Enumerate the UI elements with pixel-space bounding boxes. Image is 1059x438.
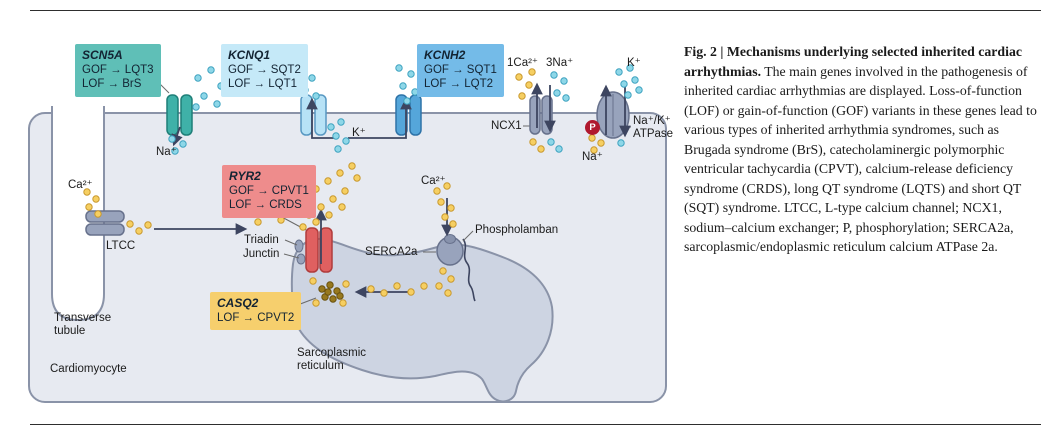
gene-lof-ryr2: LOF → CRDS <box>229 199 302 211</box>
phospholamban-squiggle <box>462 238 476 302</box>
label-sarcoplasmic-reticulum: Sarcoplasmic reticulum <box>297 347 367 372</box>
gene-box-scn5a: SCN5A GOF → LQT3 LOF → BrS <box>75 44 161 97</box>
label-phospholamban: Phospholamban <box>475 224 559 236</box>
casq2-polymer-cluster <box>318 281 344 303</box>
gene-gof-kcnh2: GOF → SQT1 <box>424 63 497 76</box>
caption-title: Fig. 2 | Mechanisms underlying selected … <box>684 44 1022 79</box>
gene-name-ryr2: RYR2 <box>229 169 261 183</box>
arrow-potassium-kcnh2 <box>348 97 412 139</box>
triadin-junctin-proteins <box>294 239 306 265</box>
top-rule <box>30 10 1041 11</box>
label-atpase-line1: Na⁺/K⁺ <box>633 115 671 127</box>
arrow-sodium-influx <box>171 126 183 147</box>
gene-gof-kcnq1: GOF → SQT2 <box>228 63 301 76</box>
label-calcium-ltcc: Ca²⁺ <box>68 179 93 191</box>
gene-lof-scn5a: LOF → BrS <box>82 78 142 90</box>
gene-lof-kcnh2: LOF → LQT2 <box>424 78 494 90</box>
scn5a-channel <box>166 94 193 136</box>
sodium-potassium-ion-dots <box>168 64 643 155</box>
label-one-calcium: 1Ca²⁺ <box>507 57 538 69</box>
gene-name-casq2: CASQ2 <box>217 296 259 310</box>
label-serca2a: SERCA2a <box>365 246 418 258</box>
figure-caption: Fig. 2 | Mechanisms underlying selected … <box>684 42 1044 257</box>
gene-lof-casq2: LOF → CPVT2 <box>217 311 295 324</box>
label-potassium: K⁺ <box>352 127 366 139</box>
gene-gof-ryr2: GOF → CPVT1 <box>229 184 309 197</box>
ryr2-channel <box>305 227 333 273</box>
arrow-potassium-kcnq1 <box>306 97 336 139</box>
label-triadin: Triadin <box>244 234 279 246</box>
sarcoplasmic-reticulum <box>290 237 554 403</box>
label-ncx1: NCX1 <box>491 120 522 132</box>
gene-name-scn5a: SCN5A <box>82 48 123 62</box>
gene-box-ryr2: RYR2 GOF → CPVT1 LOF → CRDS <box>222 165 316 218</box>
phosphorylation-badge: P <box>585 120 600 135</box>
label-transverse-tubule: Transverse tubule <box>54 312 112 337</box>
kcnh2-channel <box>395 94 422 136</box>
label-atpase-line2: ATPase <box>633 128 674 140</box>
caption-body: The main genes involved in the pathogene… <box>684 63 1037 255</box>
gene-name-kcnq1: KCNQ1 <box>228 48 271 62</box>
label-cardiomyocyte: Cardiomyocyte <box>50 363 127 375</box>
gene-box-casq2: CASQ2 LOF → CPVT2 <box>210 292 302 330</box>
bottom-rule <box>30 424 1041 425</box>
transverse-tubule <box>51 106 105 322</box>
gene-lof-kcnq1: LOF → LQT1 <box>228 78 298 90</box>
label-three-sodium: 3Na⁺ <box>546 57 574 69</box>
gene-box-kcnh2: KCNH2 GOF → SQT1 LOF → LQT2 <box>417 44 504 97</box>
label-sodium-scn5a: Na⁺ <box>156 146 177 158</box>
label-atpase: Na⁺/K⁺ ATPase <box>633 115 673 141</box>
label-sodium-atpase: Na⁺ <box>582 151 603 163</box>
gene-gof-scn5a: GOF → LQT3 <box>82 63 154 76</box>
label-calcium-serca: Ca²⁺ <box>421 175 446 187</box>
gene-name-kcnh2: KCNH2 <box>424 48 466 62</box>
gene-box-kcnq1: KCNQ1 GOF → SQT2 LOF → LQT1 <box>221 44 308 97</box>
label-junctin: Junctin <box>243 248 280 260</box>
label-ltcc: LTCC <box>106 240 136 252</box>
label-potassium-atpase: K⁺ <box>627 57 641 69</box>
